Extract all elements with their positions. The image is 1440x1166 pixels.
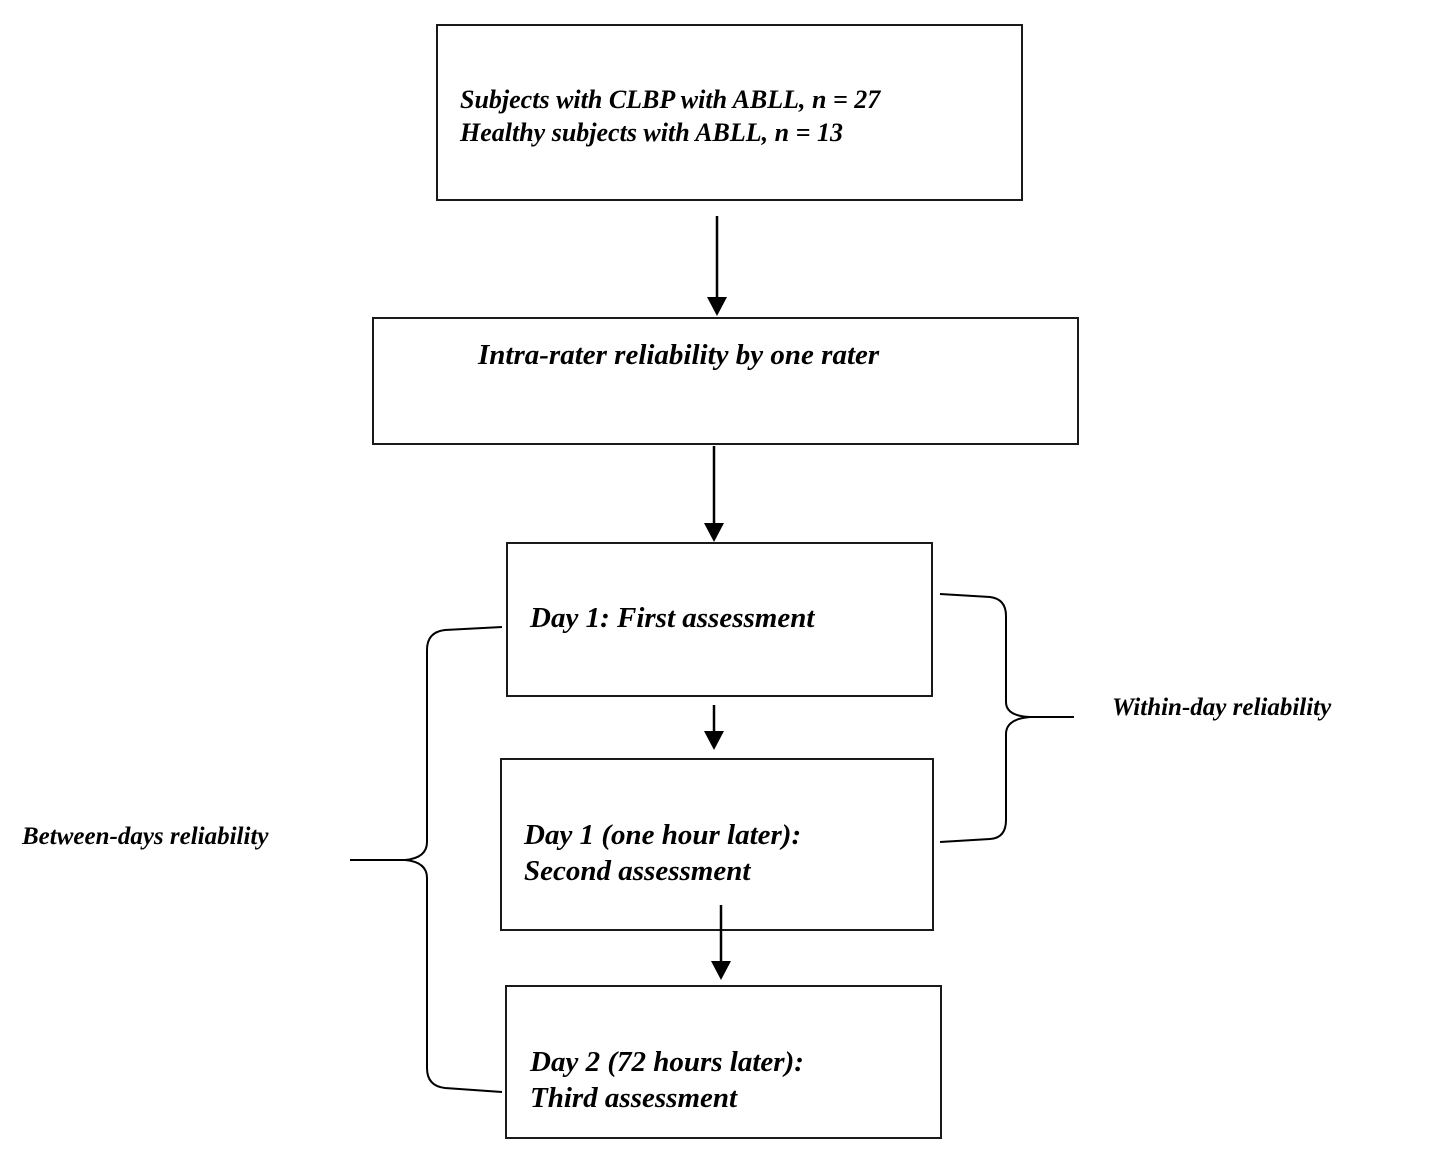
day2-third-assessment-box — [505, 985, 942, 1139]
between-days-brace — [350, 626, 503, 1093]
day2-third-assessment-line-1: Day 2 (72 hours later): — [530, 1046, 804, 1078]
day1-first-assessment-label: Day 1: First assessment — [530, 602, 815, 634]
within-day-brace — [939, 593, 1074, 843]
arrow-intra-rater-to-day1-first — [704, 446, 724, 542]
between-days-reliability-label: Between-days reliability — [22, 823, 269, 850]
subjects-box — [436, 24, 1023, 201]
within-day-reliability-label: Within-day reliability — [1112, 694, 1332, 721]
subjects-line-1: Subjects with CLBP with ABLL, n = 27 — [460, 85, 881, 114]
day1-second-assessment-line-1: Day 1 (one hour later): — [524, 819, 802, 851]
arrow-day1-second-to-day2-third — [711, 905, 731, 980]
subjects-line-2: Healthy subjects with ABLL, n = 13 — [460, 118, 843, 147]
day2-third-assessment-line-2: Third assessment — [530, 1082, 738, 1114]
intra-rater-box — [372, 317, 1079, 445]
day1-second-assessment-box — [500, 758, 934, 931]
intra-rater-label: Intra-rater reliability by one rater — [478, 339, 880, 371]
day1-second-assessment-line-2: Second assessment — [524, 855, 751, 887]
arrow-day1-first-to-day1-second — [704, 705, 724, 750]
day1-first-assessment-box — [506, 542, 933, 697]
arrow-subjects-to-intra-rater — [707, 216, 727, 316]
